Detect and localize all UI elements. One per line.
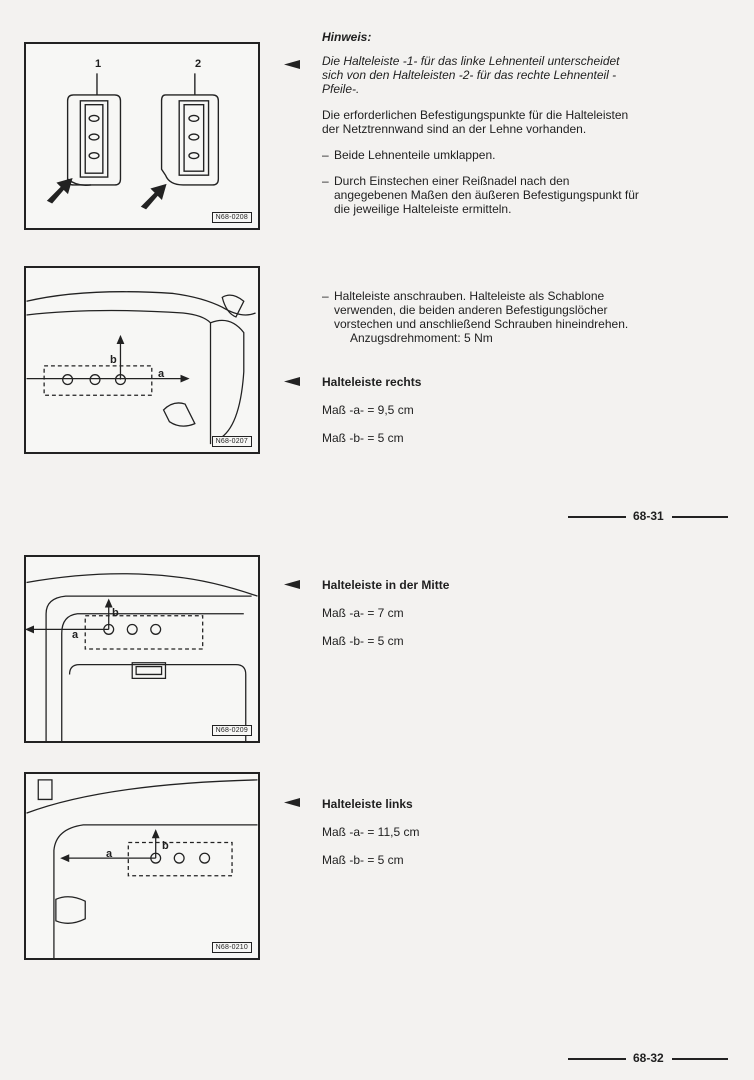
dim-a-label: a xyxy=(72,629,79,641)
bullet-mark-point: Durch Einstechen einer Reißnadel nach de… xyxy=(322,174,640,216)
section-right-strip: Halteleiste anschrauben. Halteleiste als… xyxy=(322,289,640,345)
dim-a-label: a xyxy=(106,848,113,860)
figure-strip-right: a b N68-0207 xyxy=(24,266,260,454)
figure-id-label: N68-0209 xyxy=(211,725,252,736)
dimension-a-left: Maß -a- = 11,5 cm xyxy=(322,825,420,839)
heading-strip-middle: Halteleiste in der Mitte xyxy=(322,578,450,592)
bullet-fold-backrest: Beide Lehnenteile umklappen. xyxy=(322,148,640,162)
figure-strip-left: a b N68-0210 xyxy=(24,772,260,960)
dim-a-label: a xyxy=(158,368,165,380)
figure-id-label: N68-0210 xyxy=(211,942,252,953)
torque-spec: Anzugsdrehmoment: 5 Nm xyxy=(350,331,493,345)
page-rule-right xyxy=(672,1058,728,1060)
page-number: 68-32 xyxy=(633,1051,664,1065)
strip-middle-drawing xyxy=(26,573,258,741)
pointer-arrow-icon xyxy=(284,60,300,69)
bullet-screw-strip: Halteleiste anschrauben. Halteleiste als… xyxy=(322,289,640,331)
callout-1: 1 xyxy=(95,58,102,70)
dim-b-label: b xyxy=(110,354,117,366)
heading-strip-right: Halteleiste rechts xyxy=(322,375,422,389)
page-rule-left xyxy=(568,1058,626,1060)
dimension-b-middle: Maß -b- = 5 cm xyxy=(322,634,404,648)
page-rule-left xyxy=(568,516,626,518)
figure-id-label: N68-0207 xyxy=(211,436,252,447)
pointer-arrow-icon xyxy=(284,798,300,807)
note-text: Die Halteleiste -1- für das linke Lehnen… xyxy=(322,54,620,96)
strip-left-drawing xyxy=(26,779,258,958)
callout-2: 2 xyxy=(195,58,202,70)
dim-b-label: b xyxy=(162,840,169,852)
dimension-a-right: Maß -a- = 9,5 cm xyxy=(322,403,414,417)
heading-strip-left: Halteleiste links xyxy=(322,797,413,811)
mounting-points-text: Die erforderlichen Befestigungspunkte fü… xyxy=(322,108,629,136)
figure-retaining-strips: 1 2 N68-0208 xyxy=(24,42,260,230)
note-heading: Hinweis: xyxy=(322,30,372,44)
pointer-arrow-icon xyxy=(284,580,300,589)
page-rule-right xyxy=(672,516,728,518)
section-note: Hinweis: Die Halteleiste -1- für das lin… xyxy=(322,30,640,216)
strip-right-drawing xyxy=(26,291,256,445)
retaining-strips-drawing xyxy=(46,73,220,210)
dimension-b-right: Maß -b- = 5 cm xyxy=(322,431,404,445)
page-number: 68-31 xyxy=(633,509,664,523)
figure-strip-middle: a b N68-0209 xyxy=(24,555,260,743)
figure-id-label: N68-0208 xyxy=(211,212,252,223)
pointer-arrow-icon xyxy=(284,377,300,386)
dim-b-label: b xyxy=(112,607,119,619)
dimension-a-middle: Maß -a- = 7 cm xyxy=(322,606,404,620)
dimension-b-left: Maß -b- = 5 cm xyxy=(322,853,404,867)
